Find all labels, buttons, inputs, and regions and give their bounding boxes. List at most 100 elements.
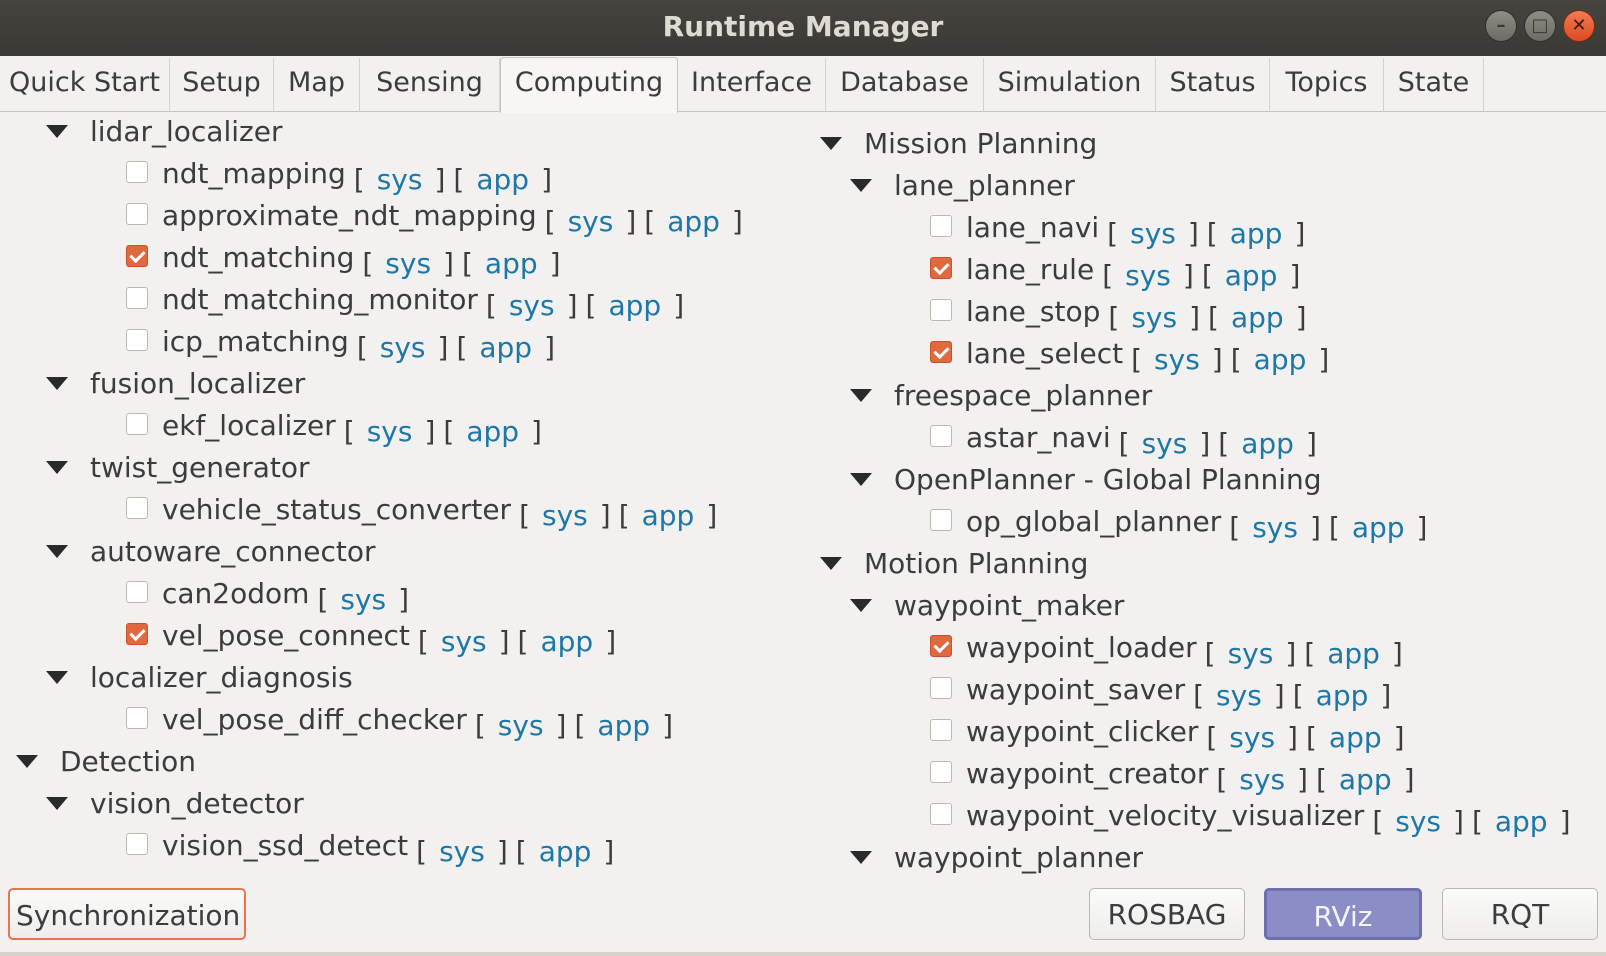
node-checkbox[interactable]	[126, 329, 148, 351]
expand-triangle-icon[interactable]	[46, 670, 68, 684]
sys-link[interactable]: sys	[1227, 637, 1274, 670]
sys-link[interactable]: sys	[379, 331, 426, 364]
expand-triangle-icon[interactable]	[46, 796, 68, 810]
sys-link[interactable]: sys	[340, 583, 387, 616]
node-checkbox[interactable]	[930, 677, 952, 699]
sys-link[interactable]: sys	[508, 289, 555, 322]
sys-link[interactable]: sys	[1130, 217, 1176, 250]
node-checkbox[interactable]	[930, 215, 952, 237]
tab-database[interactable]: Database	[826, 58, 984, 112]
tree-node-row: vel_pose_diff_checker[sys][app]	[126, 700, 673, 742]
maximize-icon[interactable]: □	[1524, 10, 1556, 42]
app-link[interactable]: app	[1229, 217, 1283, 250]
tab-sensing[interactable]: Sensing	[360, 58, 500, 112]
app-link[interactable]: app	[1241, 427, 1294, 460]
sys-link[interactable]: sys	[366, 415, 413, 448]
sys-link[interactable]: sys	[542, 499, 588, 532]
tab-computing[interactable]: Computing	[500, 57, 678, 113]
expand-triangle-icon[interactable]	[46, 544, 68, 558]
expand-triangle-icon[interactable]	[850, 388, 872, 402]
sys-link[interactable]: sys	[1239, 763, 1286, 796]
node-checkbox[interactable]	[930, 341, 952, 363]
node-checkbox[interactable]	[126, 833, 148, 855]
sys-link[interactable]: sys	[1395, 805, 1441, 838]
node-checkbox[interactable]	[126, 707, 148, 729]
node-checkbox[interactable]	[126, 413, 148, 435]
node-checkbox[interactable]	[930, 257, 952, 279]
synchronization-button[interactable]: Synchronization	[8, 888, 246, 940]
rqt-button[interactable]: RQT	[1442, 888, 1598, 940]
node-checkbox[interactable]	[930, 299, 952, 321]
expand-triangle-icon[interactable]	[16, 754, 38, 768]
rviz-button[interactable]: RViz	[1264, 888, 1422, 940]
sys-link[interactable]: sys	[376, 163, 423, 196]
sys-link[interactable]: sys	[1216, 679, 1262, 712]
app-link[interactable]: app	[1494, 805, 1548, 838]
node-checkbox[interactable]	[126, 245, 148, 267]
node-checkbox[interactable]	[930, 425, 952, 447]
sys-link[interactable]: sys	[1229, 721, 1276, 754]
tab-state[interactable]: State	[1384, 58, 1484, 112]
app-link[interactable]: app	[1253, 343, 1307, 376]
app-link[interactable]: app	[540, 625, 594, 658]
tab-setup[interactable]: Setup	[170, 58, 274, 112]
rosbag-button[interactable]: ROSBAG	[1089, 888, 1245, 940]
sys-link[interactable]: sys	[1125, 259, 1171, 292]
sys-link[interactable]: sys	[1252, 511, 1298, 544]
bracket-open: [	[515, 835, 527, 868]
node-checkbox[interactable]	[126, 623, 148, 645]
tab-status[interactable]: Status	[1156, 58, 1270, 112]
sys-link[interactable]: sys	[439, 835, 485, 868]
expand-triangle-icon[interactable]	[820, 556, 842, 570]
tab-quick-start[interactable]: Quick Start	[0, 58, 170, 112]
sys-link[interactable]: sys	[497, 709, 544, 742]
bracket-close: ]	[605, 625, 617, 658]
tab-topics[interactable]: Topics	[1270, 58, 1384, 112]
sys-link[interactable]: sys	[1154, 343, 1200, 376]
app-link[interactable]: app	[1230, 301, 1284, 334]
minimize-icon[interactable]: –	[1485, 10, 1517, 42]
app-link[interactable]: app	[1351, 511, 1405, 544]
tab-simulation[interactable]: Simulation	[984, 58, 1156, 112]
expand-triangle-icon[interactable]	[850, 850, 872, 864]
node-checkbox[interactable]	[930, 761, 952, 783]
node-checkbox[interactable]	[930, 719, 952, 741]
app-link[interactable]: app	[667, 205, 720, 238]
expand-triangle-icon[interactable]	[850, 178, 872, 192]
node-checkbox[interactable]	[126, 497, 148, 519]
sys-link[interactable]: sys	[385, 247, 432, 280]
close-icon[interactable]: ✕	[1563, 10, 1595, 42]
sys-link[interactable]: sys	[440, 625, 487, 658]
node-checkbox[interactable]	[930, 635, 952, 657]
tab-map[interactable]: Map	[274, 58, 360, 112]
app-link[interactable]: app	[1327, 637, 1380, 670]
sys-link[interactable]: sys	[1131, 301, 1178, 334]
app-link[interactable]: app	[597, 709, 651, 742]
app-link[interactable]: app	[538, 835, 592, 868]
app-link[interactable]: app	[1224, 259, 1278, 292]
expand-triangle-icon[interactable]	[46, 460, 68, 474]
node-checkbox[interactable]	[126, 161, 148, 183]
sys-link[interactable]: sys	[567, 205, 614, 238]
node-checkbox[interactable]	[930, 509, 952, 531]
app-link[interactable]: app	[1338, 763, 1392, 796]
app-link[interactable]: app	[1328, 721, 1382, 754]
node-checkbox[interactable]	[126, 203, 148, 225]
app-link[interactable]: app	[466, 415, 520, 448]
app-link[interactable]: app	[479, 331, 533, 364]
app-link[interactable]: app	[1315, 679, 1369, 712]
node-checkbox[interactable]	[126, 581, 148, 603]
expand-triangle-icon[interactable]	[850, 598, 872, 612]
expand-triangle-icon[interactable]	[820, 136, 842, 150]
expand-triangle-icon[interactable]	[46, 376, 68, 390]
expand-triangle-icon[interactable]	[46, 124, 68, 138]
app-link[interactable]: app	[608, 289, 662, 322]
tab-interface[interactable]: Interface	[678, 58, 826, 112]
sys-link[interactable]: sys	[1141, 427, 1188, 460]
app-link[interactable]: app	[484, 247, 538, 280]
expand-triangle-icon[interactable]	[850, 472, 872, 486]
node-checkbox[interactable]	[930, 803, 952, 825]
app-link[interactable]: app	[476, 163, 530, 196]
app-link[interactable]: app	[641, 499, 695, 532]
node-checkbox[interactable]	[126, 287, 148, 309]
